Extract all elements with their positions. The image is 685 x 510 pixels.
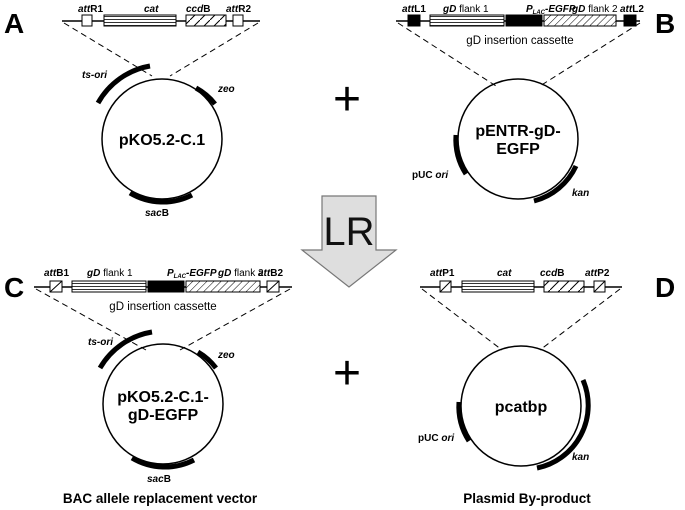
kan-arc bbox=[536, 379, 591, 471]
attb1-box-slash bbox=[49, 280, 63, 293]
cat-gene-box bbox=[103, 14, 177, 27]
panel-letter-c: C bbox=[4, 272, 24, 303]
plus-sign-bottom: + bbox=[333, 347, 361, 400]
cassette-label: gD insertion cassette bbox=[109, 301, 216, 313]
cat-gene-box bbox=[461, 280, 535, 293]
figure-caption: BAC allele replacement vector bbox=[63, 491, 258, 506]
panel-b: B attL1 gD flank 1 PLAC-EGFP gD flank 2 … bbox=[396, 4, 675, 204]
ts-ori-label: ts-ori bbox=[82, 70, 107, 81]
attl2-label: attL2 bbox=[620, 4, 644, 15]
sacb-arc bbox=[128, 190, 194, 205]
attb1-label: attB1 bbox=[44, 268, 69, 279]
zeo-label: zeo bbox=[217, 350, 235, 361]
attp1-label: attP1 bbox=[430, 268, 455, 279]
attb2-label: attB2 bbox=[258, 268, 283, 279]
puc-ori-label: pUC ori bbox=[418, 433, 454, 444]
plasmid-name-line2: gD-EGFP bbox=[128, 407, 199, 424]
ccdb-label: ccdB bbox=[540, 268, 564, 279]
lr-label: LR bbox=[323, 210, 374, 254]
gd-flank2-label: gD flank 2 bbox=[571, 4, 618, 15]
attl1-box bbox=[407, 14, 421, 27]
sacb-arc bbox=[130, 455, 196, 470]
attp2-box-slash bbox=[593, 280, 606, 293]
puc-ori-arc bbox=[453, 134, 469, 176]
attr2-box bbox=[232, 14, 244, 27]
ccdb-label: ccdB bbox=[186, 4, 210, 15]
attr1-label: attR1 bbox=[78, 4, 103, 15]
insert-dash-right bbox=[169, 22, 259, 77]
panel-letter-b: B bbox=[655, 8, 675, 39]
plac-egfp-box bbox=[147, 280, 185, 293]
gd-flank2-box bbox=[185, 280, 261, 293]
attl1-label: attL1 bbox=[402, 4, 426, 15]
attb2-box-slash bbox=[266, 280, 280, 293]
plasmid-name: pcatbp bbox=[495, 399, 548, 416]
gd-flank2-label: gD flank 2 bbox=[217, 268, 264, 279]
zeo-arc bbox=[194, 85, 217, 106]
plac-egfp-label: PLAC-EGFP bbox=[167, 268, 217, 280]
plus-sign-top: + bbox=[333, 73, 361, 126]
zeo-arc bbox=[196, 349, 218, 370]
sacb-label: sacB bbox=[147, 474, 171, 485]
cat-label: cat bbox=[497, 268, 512, 279]
panel-d: D attP1 cat ccdB attP2 pUC ori kan pcatb… bbox=[418, 268, 675, 506]
attp2-label: attP2 bbox=[585, 268, 610, 279]
ts-ori-arc bbox=[97, 329, 153, 370]
plasmid-name-line1: pKO5.2-C.1- bbox=[117, 389, 209, 406]
ccdb-gene-box bbox=[543, 280, 585, 293]
insert-dash-right bbox=[539, 288, 621, 351]
gd-flank1-label: gD flank 1 bbox=[86, 268, 133, 279]
plasmid-name-line1: pENTR-gD- bbox=[475, 123, 560, 140]
kan-label: kan bbox=[572, 188, 589, 199]
panel-letter-d: D bbox=[655, 272, 675, 303]
kan-label: kan bbox=[572, 452, 589, 463]
plasmid-name-line2: EGFP bbox=[496, 141, 540, 158]
plasmid-circle bbox=[101, 78, 223, 200]
gd-flank1-box bbox=[71, 280, 147, 293]
plasmid-circle bbox=[102, 343, 224, 465]
plasmid-name: pKO5.2-C.1 bbox=[119, 132, 205, 149]
sacb-label: sacB bbox=[145, 208, 169, 219]
lr-arrow-shape bbox=[300, 195, 398, 288]
gd-flank1-box bbox=[429, 14, 505, 27]
puc-ori-label: pUC ori bbox=[412, 170, 448, 181]
figure-caption: Plasmid By-product bbox=[463, 491, 591, 506]
panel-a: A attR1 cat ccdB attR2 ts-ori zeo sacB p… bbox=[4, 4, 260, 219]
gd-flank1-label: gD flank 1 bbox=[442, 4, 489, 15]
attr1-box bbox=[81, 14, 93, 27]
panel-letter-a: A bbox=[4, 8, 24, 39]
plac-egfp-label: PLAC-EGFP bbox=[526, 4, 576, 16]
attl2-box bbox=[623, 14, 637, 27]
panel-c: C attB1 gD flank 1 PLAC-EGFP gD flank 2 … bbox=[4, 268, 292, 506]
insert-dash-left bbox=[397, 22, 497, 87]
attr2-label: attR2 bbox=[226, 4, 251, 15]
insert-dash-right bbox=[539, 22, 641, 87]
zeo-label: zeo bbox=[217, 84, 235, 95]
gd-flank2-box bbox=[543, 14, 617, 27]
ts-ori-arc bbox=[95, 63, 151, 105]
puc-ori-arc bbox=[456, 401, 472, 443]
lr-arrow: LR bbox=[300, 195, 398, 288]
insert-dash-right bbox=[179, 288, 291, 351]
cat-label: cat bbox=[144, 4, 159, 15]
attp1-box-slash bbox=[439, 280, 452, 293]
plac-egfp-box bbox=[505, 14, 543, 27]
ts-ori-label: ts-ori bbox=[88, 337, 113, 348]
kan-arc bbox=[533, 164, 579, 204]
cassette-label: gD insertion cassette bbox=[466, 35, 573, 47]
insert-dash-left bbox=[421, 288, 503, 351]
ccdb-gene-box bbox=[185, 14, 227, 27]
